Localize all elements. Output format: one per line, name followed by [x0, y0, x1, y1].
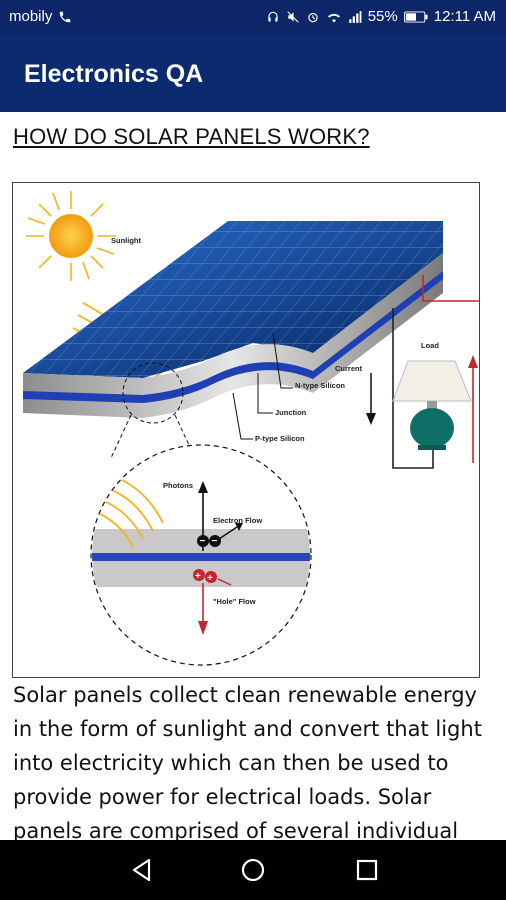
home-circle-icon[interactable] [238, 855, 268, 885]
label-photons: Photons [163, 481, 193, 490]
signal-icon [348, 10, 362, 23]
label-current: Current [335, 364, 363, 373]
circuit-wire-red [422, 275, 479, 463]
mute-icon [287, 10, 299, 23]
junction-layer [23, 271, 443, 403]
label-p-type: P-type Silicon [255, 434, 305, 443]
carrier-name: mobily [9, 8, 53, 25]
circuit-wire-black [392, 308, 434, 469]
clock-time: 12:11 AM [433, 8, 496, 25]
battery-percent: 55% [367, 8, 398, 25]
label-leaders [232, 332, 293, 440]
label-electron-flow: Electron Flow [213, 516, 262, 525]
lamp-icon [392, 360, 472, 450]
battery-icon [403, 10, 428, 23]
label-sunlight: Sunlight [111, 236, 141, 245]
panel-edge [23, 253, 443, 418]
app-title: Electronics QA [24, 60, 204, 88]
status-bar: mobily 55% 12:11 AM [0, 0, 506, 34]
alarm-icon [308, 12, 318, 22]
label-load: Load [421, 341, 439, 350]
diagram-svg: Sunlight Load Current N-type Silicon Jun… [23, 191, 479, 666]
article-heading: HOW DO SOLAR PANELS WORK? [13, 124, 370, 149]
phone-icon [60, 11, 71, 22]
app-bar: Electronics QA [0, 34, 506, 112]
zoom-detail: − − + + Photons Electron Flow "Hole" Flo… [90, 444, 312, 666]
article-paragraph: Solar panels collect clean renewable ene… [13, 683, 482, 840]
headset-icon [268, 11, 278, 22]
svg-text:−: − [212, 536, 218, 547]
wifi-icon [327, 13, 340, 22]
label-junction: Junction [275, 408, 307, 417]
status-right: 55% 12:11 AM [266, 8, 496, 25]
label-hole-flow: "Hole" Flow [213, 597, 256, 606]
label-n-type: N-type Silicon [295, 381, 345, 390]
solar-panel-diagram: Sunlight Load Current N-type Silicon Jun… [12, 182, 480, 678]
sun-icon [26, 191, 116, 281]
svg-text:+: + [195, 571, 201, 582]
navigation-bar [0, 840, 506, 900]
recents-square-icon[interactable] [352, 855, 382, 885]
article-content[interactable]: HOW DO SOLAR PANELS WORK? [0, 112, 506, 840]
svg-text:+: + [207, 573, 213, 584]
status-left: mobily [9, 8, 72, 25]
svg-text:−: − [200, 536, 206, 547]
back-triangle-icon[interactable] [128, 855, 158, 885]
